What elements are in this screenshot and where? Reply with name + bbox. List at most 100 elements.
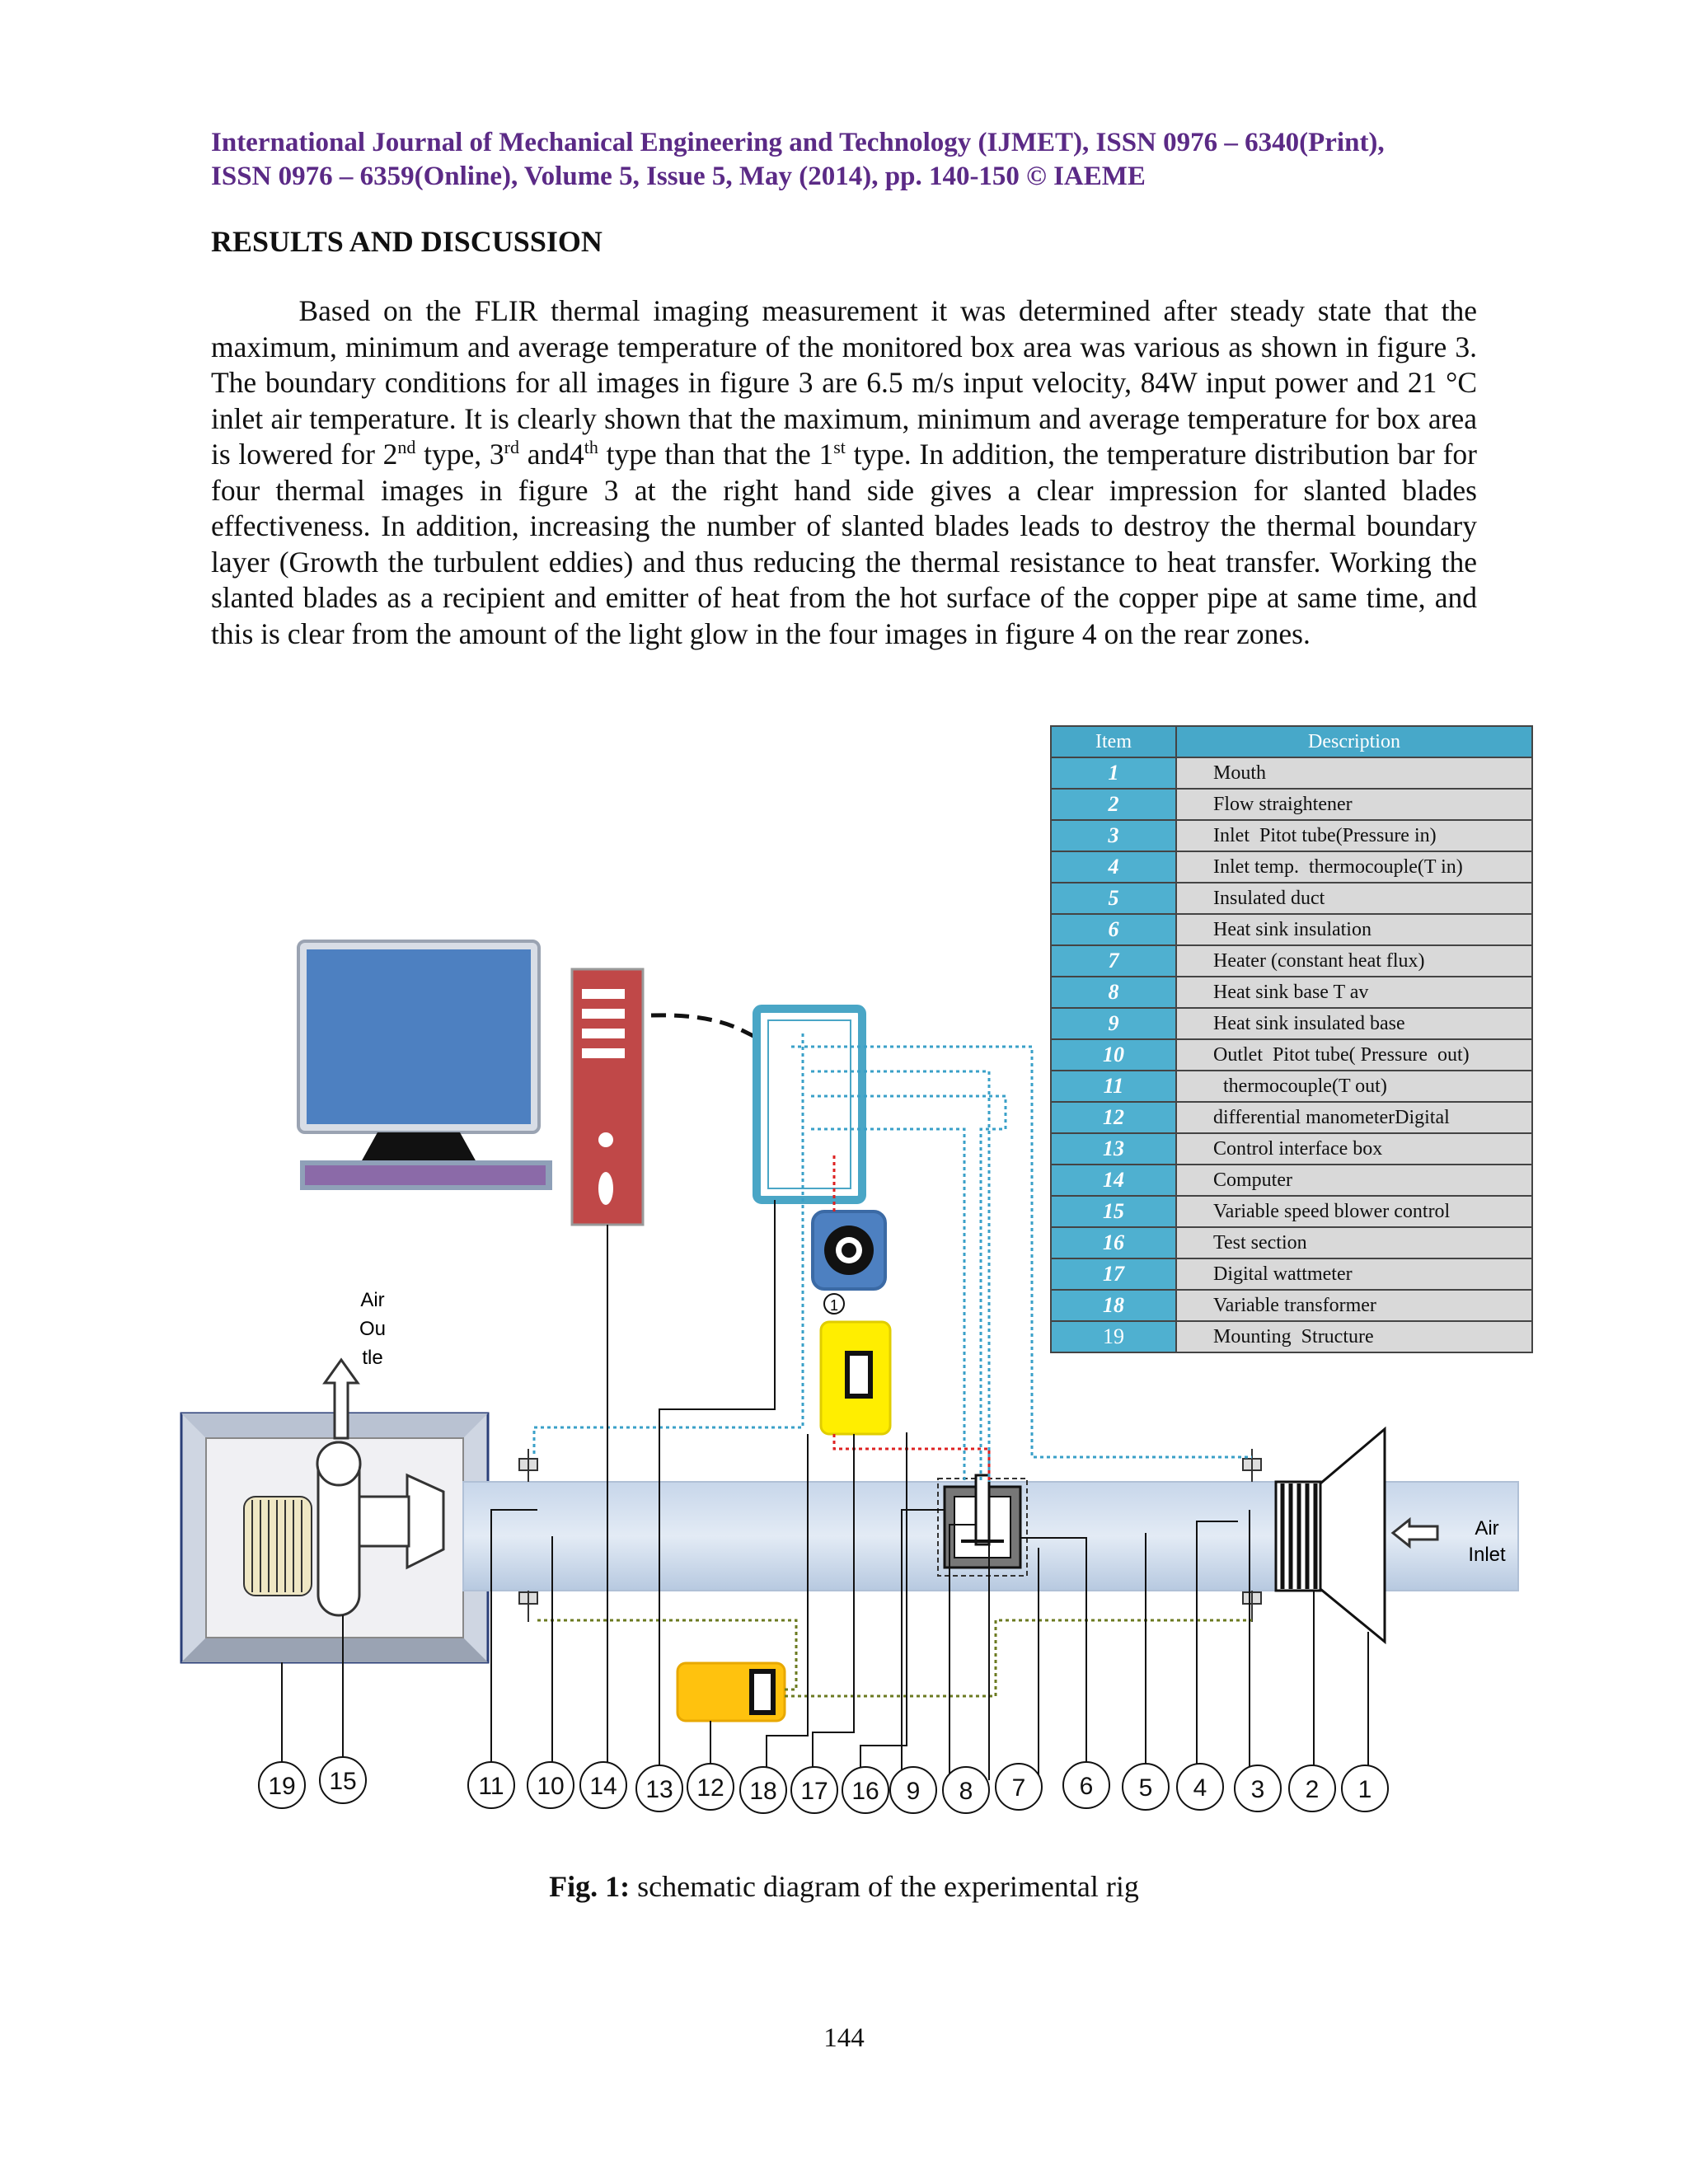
svg-text:1: 1 xyxy=(1358,1776,1372,1803)
callout-15: 15 xyxy=(319,1756,367,1804)
legend-item-description: Heat sink insulation xyxy=(1175,913,1533,946)
test-section xyxy=(937,1474,1028,1577)
air-inlet-arrow xyxy=(1390,1516,1439,1549)
legend-item-number: 12 xyxy=(1050,1101,1177,1134)
air-outlet-arrow xyxy=(322,1357,360,1440)
svg-text:19: 19 xyxy=(268,1773,295,1800)
legend-item-number: 19 xyxy=(1050,1320,1177,1353)
air-outlet-label-2: Ou xyxy=(359,1318,386,1340)
legend-item-description: Inlet Pitot tube(Pressure in) xyxy=(1175,819,1533,852)
callout-7: 7 xyxy=(995,1763,1043,1811)
legend-item-number: 5 xyxy=(1050,882,1177,915)
header-line-1: International Journal of Mechanical Engi… xyxy=(211,128,1385,157)
svg-text:3: 3 xyxy=(1251,1776,1265,1803)
callout-6: 6 xyxy=(1062,1761,1110,1809)
callout-10: 10 xyxy=(527,1761,574,1809)
legend-item-description: differential manometerDigital xyxy=(1175,1101,1533,1134)
callout-17: 17 xyxy=(790,1766,838,1814)
variable-transformer xyxy=(676,1661,786,1722)
digital-wattmeter xyxy=(819,1320,892,1436)
legend-header-row: Item Description xyxy=(1050,725,1533,758)
page-number: 144 xyxy=(823,2023,865,2053)
flow-straightener xyxy=(1274,1480,1322,1592)
svg-text:4: 4 xyxy=(1193,1774,1207,1802)
legend-item-number: 18 xyxy=(1050,1289,1177,1322)
callout-18: 18 xyxy=(739,1766,787,1814)
legend-item-description: thermocouple(T out) xyxy=(1175,1070,1533,1103)
legend-item-description: Digital wattmeter xyxy=(1175,1258,1533,1291)
signal-wires xyxy=(532,1033,1252,1482)
mouth xyxy=(1319,1426,1386,1645)
legend-item-number: 1 xyxy=(1050,757,1177,790)
svg-text:2: 2 xyxy=(1306,1776,1320,1803)
callout-11: 11 xyxy=(467,1761,515,1809)
svg-text:18: 18 xyxy=(749,1778,776,1805)
svg-text:16: 16 xyxy=(851,1778,879,1805)
legend-item-number: 17 xyxy=(1050,1258,1177,1291)
blower-control-gear xyxy=(811,1210,887,1291)
legend-item-description: Mounting Structure xyxy=(1175,1320,1533,1353)
callout-9: 9 xyxy=(889,1766,937,1814)
air-inlet-label-1: Air xyxy=(1475,1517,1498,1540)
callout-14: 14 xyxy=(579,1761,627,1809)
legend-item-number: 7 xyxy=(1050,944,1177,977)
power-wire xyxy=(832,1155,991,1482)
legend-item-number: 3 xyxy=(1050,819,1177,852)
callout-3: 3 xyxy=(1234,1765,1282,1812)
legend-item-description: Mouth xyxy=(1175,757,1533,790)
journal-header: International Journal of Mechanical Engi… xyxy=(211,126,1477,194)
callout-19: 19 xyxy=(258,1761,306,1809)
legend-item-description: Computer xyxy=(1175,1164,1533,1197)
svg-text:13: 13 xyxy=(645,1776,673,1803)
callout-2: 2 xyxy=(1288,1765,1336,1812)
legend-item-description: Inlet temp. thermocouple(T in) xyxy=(1175,851,1533,883)
svg-text:11: 11 xyxy=(478,1773,504,1800)
inlet-pitot-tube xyxy=(1242,1449,1262,1622)
svg-text:7: 7 xyxy=(1012,1774,1026,1802)
header-line-2: ISSN 0976 – 6359(Online), Volume 5, Issu… xyxy=(211,162,1146,191)
air-outlet-label-3: tle xyxy=(362,1347,382,1369)
transformer-wire xyxy=(537,1619,1252,1698)
legend-item-number: 15 xyxy=(1050,1195,1177,1228)
legend-item-description: Heat sink base T av xyxy=(1175,976,1533,1009)
legend-item-description: Outlet Pitot tube( Pressure out) xyxy=(1175,1038,1533,1071)
callout-leaders xyxy=(281,1200,1369,1780)
legend-item-description: Variable speed blower control xyxy=(1175,1195,1533,1228)
section-title: RESULTS AND DISCUSSION xyxy=(211,225,603,258)
callout-1: 1 xyxy=(1341,1765,1389,1812)
svg-text:10: 10 xyxy=(537,1773,564,1800)
svg-text:9: 9 xyxy=(907,1778,921,1805)
legend-item-number: 16 xyxy=(1050,1226,1177,1259)
callout-5: 5 xyxy=(1122,1763,1170,1811)
legend-item-description: Insulated duct xyxy=(1175,882,1533,915)
small-circle-label: 1 xyxy=(830,1297,838,1314)
control-interface-box xyxy=(753,1005,866,1204)
body-paragraph: Based on the FLIR thermal imaging measur… xyxy=(211,294,1477,650)
legend-header-description: Description xyxy=(1175,725,1533,758)
callout-8: 8 xyxy=(942,1766,990,1814)
svg-text:14: 14 xyxy=(589,1773,617,1800)
computer-monitor xyxy=(297,940,552,1190)
legend-item-number: 8 xyxy=(1050,976,1177,1009)
svg-text:8: 8 xyxy=(959,1778,973,1805)
svg-text:17: 17 xyxy=(800,1778,828,1805)
legend-item-description: Heater (constant heat flux) xyxy=(1175,944,1533,977)
legend-header-item: Item xyxy=(1050,725,1177,758)
legend-item-number: 2 xyxy=(1050,788,1177,821)
air-inlet-label-2: Inlet xyxy=(1468,1544,1506,1566)
legend-row: 11 thermocouple(T out) xyxy=(1050,1070,1533,1103)
